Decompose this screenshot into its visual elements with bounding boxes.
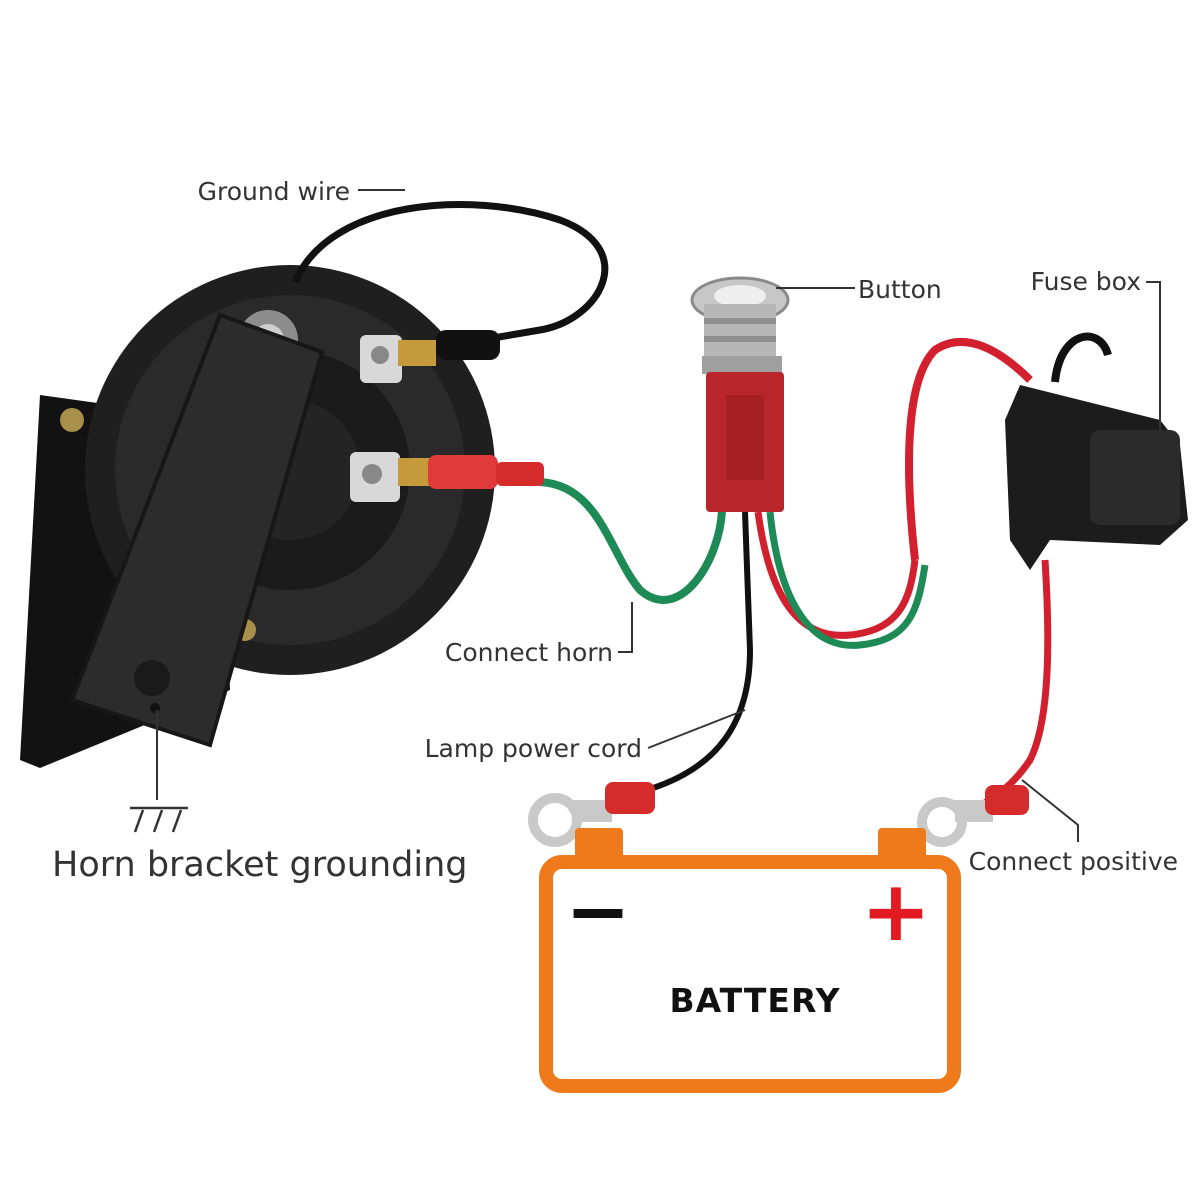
fuse-holder-icon bbox=[1005, 332, 1188, 570]
red-wire-button bbox=[754, 511, 919, 639]
battery-title: BATTERY bbox=[670, 981, 841, 1020]
lamp-power-cord-wire bbox=[639, 511, 754, 795]
ground-wire bbox=[291, 201, 609, 346]
green-wire-button bbox=[766, 511, 929, 649]
ring-terminal-positive-icon bbox=[917, 785, 1029, 847]
ground-wire-label: Ground wire bbox=[198, 177, 350, 206]
battery-negative-symbol: − bbox=[565, 867, 630, 957]
connect-horn-label: Connect horn bbox=[445, 638, 613, 667]
battery-icon: − + BATTERY bbox=[539, 828, 961, 1093]
button-label: Button bbox=[858, 275, 942, 304]
horn-bracket bbox=[69, 312, 325, 748]
fuse-box-label: Fuse box bbox=[1031, 267, 1141, 296]
ring-terminal-negative-icon bbox=[528, 782, 655, 847]
battery-positive-symbol: + bbox=[861, 862, 931, 960]
push-button-switch-icon bbox=[690, 276, 790, 512]
callout-lines bbox=[156, 189, 1161, 842]
lamp-power-cord-label: Lamp power cord bbox=[425, 734, 642, 763]
green-wire-horn bbox=[539, 478, 726, 604]
connect-positive-label: Connect positive bbox=[969, 847, 1178, 876]
ground-symbol-icon bbox=[130, 806, 188, 833]
red-wire-fuse-top bbox=[905, 337, 1033, 561]
horn-bracket-grounding-label: Horn bracket grounding bbox=[52, 845, 467, 885]
red-wire-positive bbox=[963, 559, 1052, 819]
spade-connector-icon bbox=[428, 455, 544, 489]
ground-wire-connector bbox=[436, 330, 500, 360]
